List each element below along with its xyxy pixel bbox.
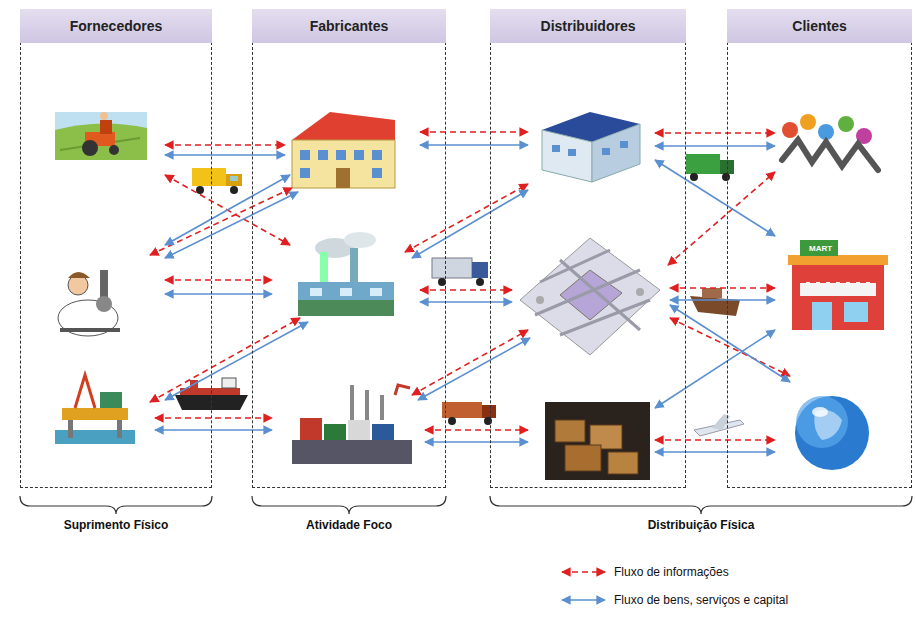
legend-sample bbox=[562, 599, 605, 601]
people-icon bbox=[782, 114, 878, 170]
column-band: Clientes bbox=[727, 42, 912, 488]
group-label: Atividade Foco bbox=[306, 518, 392, 532]
legend-text: Fluxo de informações bbox=[614, 565, 729, 579]
group-label: Distribuição Física bbox=[648, 518, 755, 532]
truck-icon bbox=[192, 168, 242, 194]
store-icon bbox=[788, 240, 888, 330]
truck-icon bbox=[432, 258, 488, 286]
flow-arrows bbox=[150, 132, 790, 452]
port-factory-icon bbox=[292, 385, 412, 464]
factory-icon bbox=[292, 112, 395, 188]
boat-icon bbox=[690, 288, 740, 316]
brace bbox=[20, 496, 912, 514]
crates-icon bbox=[545, 402, 650, 480]
factory-icon bbox=[298, 232, 394, 316]
plane-icon bbox=[694, 414, 744, 436]
globe-icon bbox=[795, 396, 869, 470]
column-band: Fornecedores bbox=[20, 42, 212, 488]
scientist-icon bbox=[58, 270, 120, 336]
column-band: Distribuidores bbox=[490, 42, 686, 488]
farm-icon bbox=[55, 112, 147, 160]
column-header: Clientes bbox=[727, 9, 912, 43]
group-label: Suprimento Físico bbox=[64, 518, 169, 532]
store-sign: MART bbox=[807, 244, 834, 253]
legend-sample bbox=[562, 571, 605, 573]
oil-platform-icon bbox=[55, 375, 135, 444]
column-band: Fabricantes bbox=[252, 42, 446, 488]
column-header: Distribuidores bbox=[490, 9, 686, 43]
column-header: Fornecedores bbox=[20, 9, 212, 43]
distribution-center-icon bbox=[520, 238, 660, 355]
truck-icon bbox=[442, 402, 496, 425]
column-header: Fabricantes bbox=[252, 9, 446, 43]
legend-text: Fluxo de bens, serviços e capital bbox=[614, 593, 788, 607]
building-icon bbox=[542, 112, 640, 182]
